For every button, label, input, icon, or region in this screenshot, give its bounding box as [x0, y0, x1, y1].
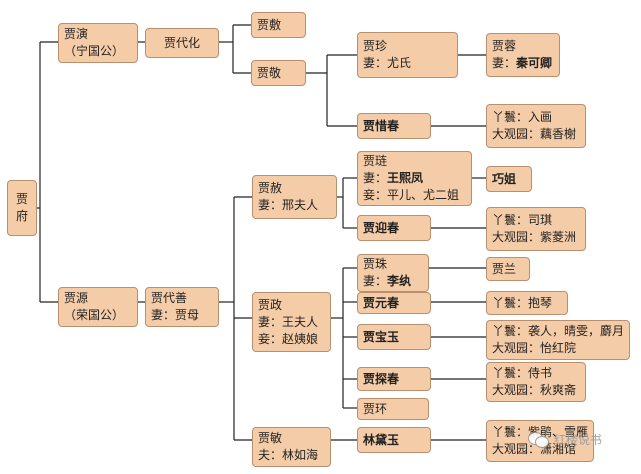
maid-line: 丫鬟：抱琴 [492, 295, 553, 310]
wife-name: 王熙凤 [387, 171, 424, 185]
info-yingchun: 丫鬟：司琪 大观园：紫菱洲 [486, 207, 586, 251]
node-qiaojie: 巧姐 [486, 166, 532, 192]
node-name: 贾珠 [363, 257, 388, 271]
info-yuanchun: 丫鬟：抱琴 [486, 291, 568, 315]
node-jia-rong: 贾蓉 妻：秦可卿 [486, 33, 560, 77]
garden-line: 大观园：秋爽斋 [492, 383, 577, 397]
info-daiyu: 丫鬟：紫鹃、雪雁 大观园：潇湘馆 [486, 420, 594, 462]
node-jia-lan: 贾兰 [486, 257, 530, 281]
node-name: 贾代善 [151, 291, 188, 305]
node-lin-daiyu: 林黛玉 [357, 427, 431, 453]
garden-line: 大观园：怡红院 [492, 341, 577, 355]
node-jia-xichun: 贾惜春 [357, 113, 431, 139]
node-jia-min: 贾敏 夫：林如海 [252, 427, 331, 467]
node-name: 贾演 [64, 27, 89, 41]
node-jia-huan: 贾环 [357, 398, 429, 420]
node-name: 巧姐 [492, 171, 517, 186]
node-jia-jing: 贾敬 [251, 60, 306, 86]
node-name: 贾兰 [492, 261, 517, 276]
node-jia-zheng: 贾政 妻：王夫人 妾：赵姨娘 [252, 292, 331, 352]
garden-line: 大观园：紫菱洲 [492, 230, 577, 244]
node-wife: 妻：尤氏 [363, 56, 412, 70]
maid-line: 丫鬟：入画 [492, 110, 553, 124]
root-node-jia-mansion: 贾 府 [7, 180, 37, 236]
node-jia-yuanchun: 贾元春 [357, 292, 431, 314]
wechat-icon [528, 430, 550, 448]
node-jia-yan: 贾演 （宁国公） [58, 23, 138, 63]
node-concubine: 妾：赵姨娘 [258, 331, 319, 346]
node-wife: 妻：邢夫人 [258, 198, 319, 212]
wife-name: 秦可卿 [516, 56, 553, 70]
maid-line: 丫鬟：袭人，晴雯，麝月 [492, 324, 625, 338]
node-name: 贾敷 [257, 17, 282, 32]
node-name: 贾敬 [257, 65, 282, 80]
garden-line: 大观园：藕香榭 [492, 127, 577, 141]
node-name: 贾赦 [258, 181, 283, 195]
maid-line: 丫鬟：司琪 [492, 213, 553, 227]
node-name: 贾源 [64, 291, 89, 305]
info-baoyu: 丫鬟：袭人，晴雯，麝月 大观园：怡红院 [486, 320, 630, 360]
node-wife-line: 妻：李纨 [363, 274, 412, 288]
watermark: 红楼说书 [528, 430, 602, 448]
info-tanchun: 丫鬟：侍书 大观园：秋爽斋 [486, 362, 586, 402]
node-concubine: 妾：平儿、尤二姐 [363, 188, 460, 202]
node-wife: 妻：王夫人 [258, 314, 319, 329]
node-name: 贾敏 [258, 431, 283, 445]
node-name: 林黛玉 [363, 432, 400, 447]
node-jia-tanchun: 贾探春 [357, 367, 431, 391]
node-jia-daihua: 贾代化 [145, 28, 219, 58]
node-husband: 夫：林如海 [258, 448, 319, 462]
node-name: 贾元春 [363, 295, 400, 310]
node-name: 贾琏 [363, 154, 388, 168]
node-wife: 妻：贾母 [151, 308, 200, 322]
node-wife-line: 妻：王熙凤 [363, 171, 424, 185]
maid-line: 丫鬟：紫鹃、雪雁 [492, 425, 589, 439]
node-name: 贾惜春 [363, 118, 400, 133]
node-name: 贾珍 [363, 39, 388, 53]
node-jia-baoyu: 贾宝玉 [357, 324, 431, 350]
maid-line: 丫鬟：侍书 [492, 366, 553, 380]
node-jia-lian: 贾琏 妻：王熙凤 妾：平儿、尤二姐 [357, 151, 472, 206]
node-name: 贾迎春 [363, 220, 400, 235]
node-name: 贾政 [258, 297, 283, 312]
node-wife-line: 妻：秦可卿 [492, 56, 553, 70]
root-label-line1: 贾 [15, 192, 28, 206]
node-name: 贾探春 [363, 371, 400, 386]
node-jia-zhu: 贾珠 妻：李纨 [357, 254, 429, 292]
node-jia-fu: 贾敷 [251, 12, 306, 38]
garden-line: 大观园：潇湘馆 [492, 442, 577, 456]
root-label-line2: 府 [15, 209, 28, 223]
node-jia-daishan: 贾代善 妻：贾母 [145, 287, 219, 327]
node-name: 贾代化 [163, 35, 200, 50]
node-jia-she: 贾赦 妻：邢夫人 [252, 175, 337, 219]
node-jia-zhen: 贾珍 妻：尤氏 [357, 32, 458, 78]
watermark-text: 红楼说书 [554, 432, 603, 447]
node-name: 贾环 [363, 401, 388, 416]
wife-name: 李纨 [387, 274, 412, 288]
node-jia-yuan: 贾源 （荣国公） [58, 287, 138, 327]
node-name: 贾宝玉 [363, 329, 400, 344]
node-title: （宁国公） [64, 44, 125, 58]
node-jia-yingchun: 贾迎春 [357, 215, 431, 241]
node-title: （荣国公） [64, 308, 125, 322]
info-xichun: 丫鬟：入画 大观园：藕香榭 [486, 104, 586, 148]
node-name: 贾蓉 [492, 39, 517, 53]
